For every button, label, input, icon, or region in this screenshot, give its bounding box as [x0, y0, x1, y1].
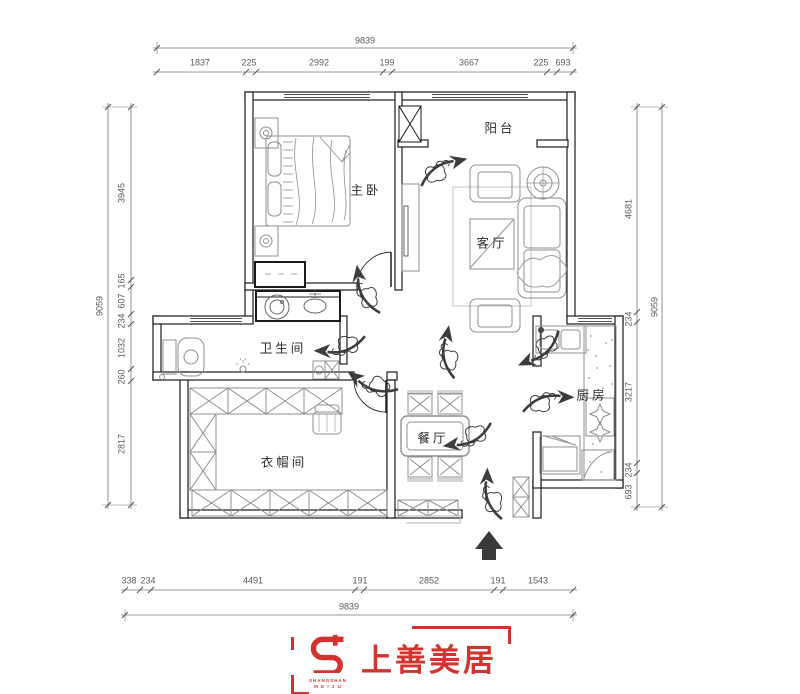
stove [585, 397, 615, 437]
dim-top-overall: 9839 [354, 35, 376, 46]
armchair [469, 298, 521, 333]
floor-drain [239, 365, 247, 373]
dim-bottom-seg: 234 [140, 575, 156, 586]
logo-frame-left-tick [291, 637, 294, 650]
dim-right-seg: 234 [623, 462, 634, 478]
corner-cabinet [581, 449, 615, 481]
wash-basin [303, 298, 327, 314]
burner [588, 402, 612, 426]
room-label-balcony: 阳台 [484, 120, 516, 136]
dim-left-seg: 234 [116, 313, 127, 329]
coffee-table [469, 218, 515, 270]
fridge [539, 435, 581, 475]
cloakroom-wardrobes [189, 387, 388, 517]
pillow [267, 181, 282, 217]
dresser [254, 261, 306, 288]
logo-s-glyph [310, 634, 344, 676]
dim-left-seg: 607 [116, 293, 127, 309]
bed [265, 135, 351, 227]
logo-seal-icon: SHANGSHAN M E I J U [303, 633, 353, 690]
dim-bottom-seg: 191 [490, 575, 506, 586]
burner [588, 420, 612, 444]
sink-counter [535, 325, 587, 354]
entry-arrow-icon [475, 531, 503, 560]
pillow [267, 141, 282, 177]
dim-top-seg: 199 [379, 57, 395, 68]
shower-drain [312, 360, 340, 380]
armchair [469, 164, 521, 203]
dim-bottom-seg: 2852 [418, 575, 440, 586]
nightstand [254, 225, 279, 257]
dim-left-seg: 165 [116, 273, 127, 289]
tv [403, 205, 409, 257]
living-room-furniture [401, 164, 567, 333]
brand-logo: SHANGSHAN M E I J U 上善美居 [291, 626, 511, 694]
dining-chair [407, 456, 433, 478]
dim-top-seg: 2992 [308, 57, 330, 68]
room-label-bathroom: 卫生间 [259, 340, 307, 356]
dim-top-seg: 693 [555, 57, 571, 68]
dim-bottom-overall: 9839 [338, 601, 360, 612]
dimension-lines [102, 42, 668, 621]
structural-column [398, 105, 422, 143]
sofa [517, 197, 567, 299]
bedroom-furniture [254, 117, 351, 288]
dim-bottom-seg: 4491 [242, 575, 264, 586]
chair [314, 404, 340, 413]
room-label-cloakroom: 衣帽间 [260, 454, 308, 470]
logo-latin-line1: SHANGSHAN [308, 678, 347, 683]
rug [452, 186, 532, 307]
dim-right-seg: 693 [623, 484, 634, 500]
cloakroom-door-arc [353, 379, 387, 413]
dim-top-seg: 225 [533, 57, 549, 68]
dim-right-seg: 234 [623, 311, 634, 327]
dim-left-seg: 260 [116, 369, 127, 385]
logo-latin-line2: M E I J U [314, 683, 342, 689]
room-label-master-bedroom: 主卧 [350, 182, 382, 198]
dim-left-overall: 9059 [94, 295, 105, 317]
dim-left-seg: 2817 [116, 433, 127, 455]
room-label-living-room: 客厅 [476, 235, 508, 251]
walls [152, 91, 624, 519]
entry-cabinets [397, 476, 530, 524]
windows [190, 93, 612, 323]
bathroom-fixtures [159, 290, 341, 380]
plant [516, 255, 567, 288]
washing-machine [264, 294, 290, 320]
toilet-tank [162, 339, 177, 375]
dim-top-seg: 225 [241, 57, 257, 68]
dim-right-seg: 4681 [623, 198, 634, 220]
dining-table [400, 415, 470, 457]
dim-bottom-seg: 1543 [527, 575, 549, 586]
dining-chair [437, 393, 463, 415]
toilet-bowl [177, 337, 205, 377]
room-label-kitchen: 厨房 [576, 387, 608, 403]
dim-bottom-seg: 191 [352, 575, 368, 586]
dim-right-seg: 3217 [623, 381, 634, 403]
dim-top-seg: 1837 [189, 57, 211, 68]
dim-top-seg: 3667 [458, 57, 480, 68]
dimension-ticks [104, 44, 666, 619]
dim-left-seg: 3945 [116, 182, 127, 204]
vanity-counter [255, 290, 341, 322]
room-label-dining-room: 餐厅 [417, 430, 449, 446]
dining-furniture [400, 390, 470, 482]
dining-chair [407, 393, 433, 415]
bedroom-door-arc [356, 251, 392, 288]
dim-right-overall: 9059 [649, 296, 660, 318]
tv-cabinet [401, 183, 420, 272]
shoe-cabinet [512, 476, 530, 518]
dim-bottom-seg: 338 [121, 575, 137, 586]
logo-frame-bottom-left [291, 674, 309, 694]
dining-chair [437, 456, 463, 478]
logo-frame-top-right [412, 626, 511, 644]
dim-left-seg: 1032 [116, 337, 127, 359]
logo-brand-name: 上善美居 [361, 642, 497, 679]
